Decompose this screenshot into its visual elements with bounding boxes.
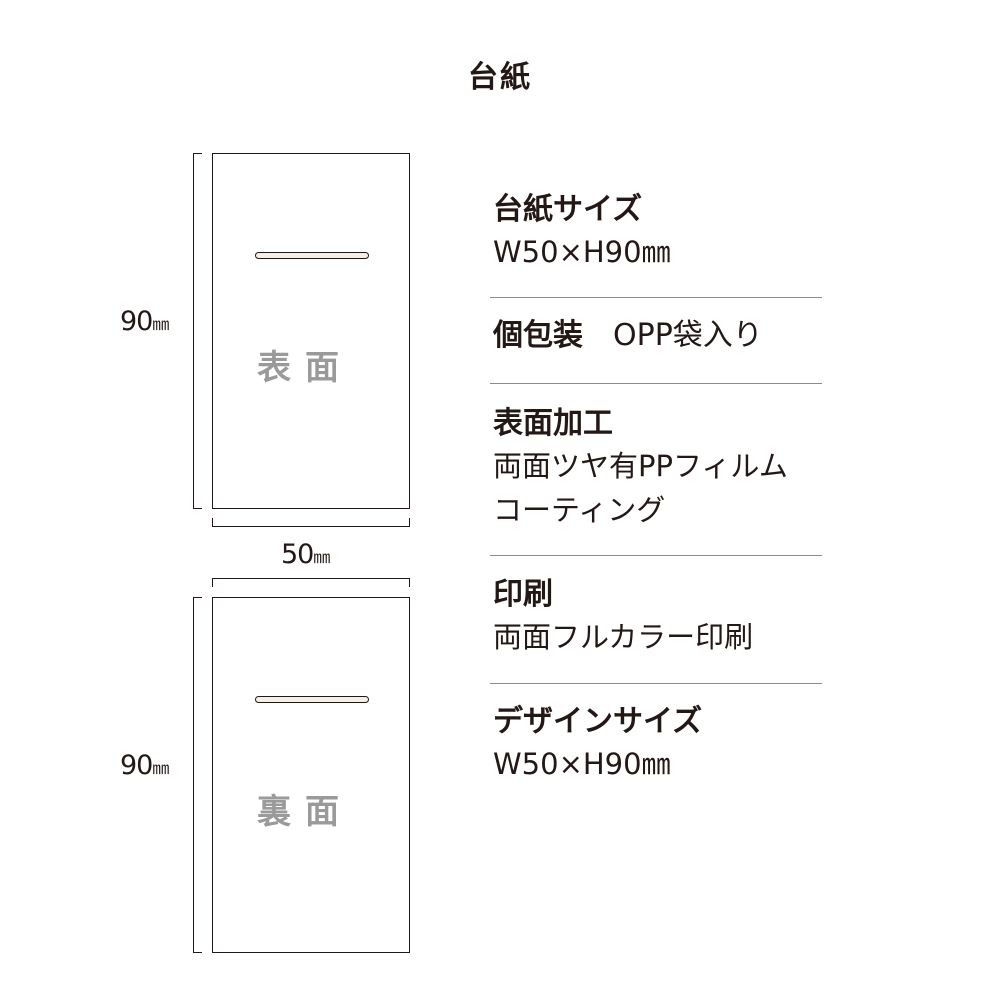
- hang-slot: [255, 252, 369, 259]
- back-height-label: 90㎜: [120, 750, 169, 781]
- divider: [490, 555, 822, 556]
- spec-value-line2: コーティング: [493, 493, 666, 527]
- spec-printing: 印刷 両面フルカラー印刷: [493, 575, 823, 659]
- spec-heading: 印刷: [493, 577, 553, 612]
- spec-value: 両面フルカラー印刷: [493, 620, 754, 654]
- width-dimension-line-bottom: [212, 518, 410, 527]
- back-height-dimension-line: [193, 597, 202, 953]
- front-height-dimension-line: [193, 153, 202, 509]
- spec-value: W50×H90㎜: [493, 235, 671, 269]
- divider: [490, 383, 822, 384]
- back-card-diagram: 裏面: [212, 597, 410, 953]
- spec-heading: 表面加工: [493, 406, 613, 441]
- spec-surface-finish: 表面加工 両面ツヤ有PPフィルム コーティング: [493, 404, 823, 532]
- front-height-label: 90㎜: [120, 306, 169, 337]
- divider: [490, 297, 822, 298]
- front-card-diagram: 表面: [212, 153, 410, 509]
- spec-mount-size: 台紙サイズ W50×H90㎜: [493, 190, 823, 274]
- spec-value-line1: 両面ツヤ有PPフィルム: [493, 449, 788, 483]
- hang-slot: [255, 696, 369, 703]
- width-dimension-line-top: [212, 578, 410, 587]
- page-title: 台紙: [468, 60, 532, 95]
- spec-value: W50×H90㎜: [493, 747, 671, 781]
- width-label: 50㎜: [281, 539, 330, 570]
- divider: [490, 683, 822, 684]
- spec-heading: デザインサイズ: [493, 704, 703, 739]
- spec-value: OPP袋入り: [613, 318, 763, 353]
- back-face-label: 裏面: [257, 792, 353, 832]
- spec-heading: 台紙サイズ: [493, 192, 643, 227]
- spec-design-size: デザインサイズ W50×H90㎜: [493, 702, 823, 786]
- front-face-label: 表面: [257, 348, 353, 388]
